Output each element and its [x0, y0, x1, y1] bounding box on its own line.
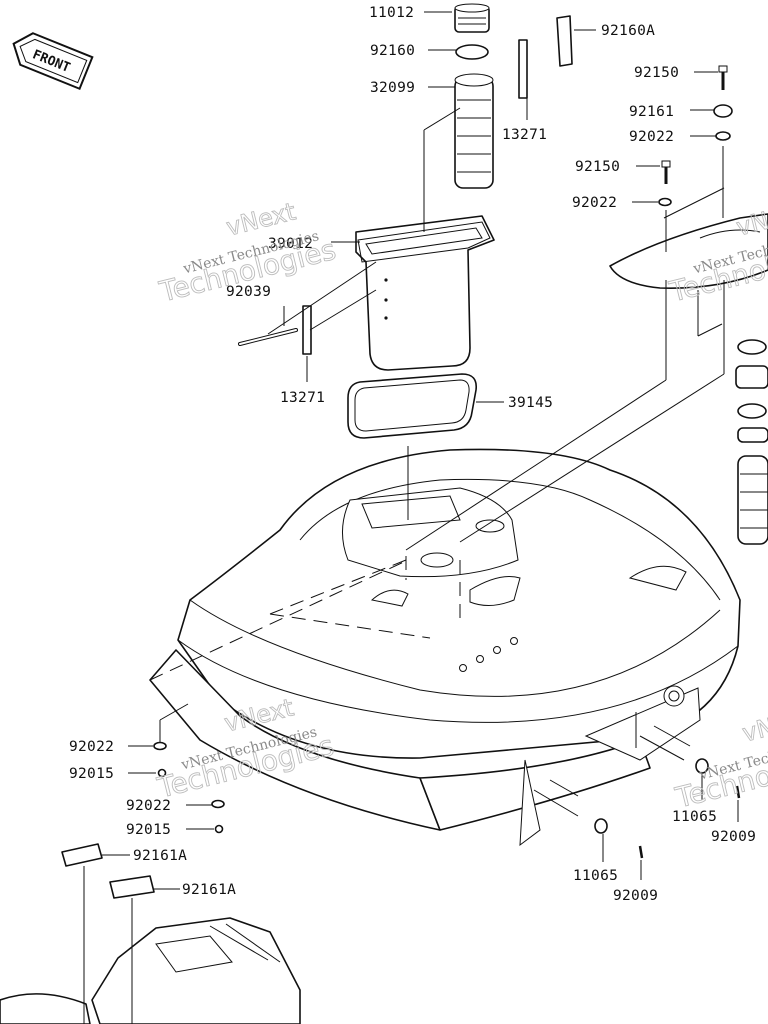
part-gasket-39145 — [347, 373, 478, 439]
part-bin-39012 — [355, 215, 495, 371]
part-grommet-11065-b — [695, 758, 709, 774]
part-strip-13271-low — [302, 305, 312, 355]
callout-92022-low-b: 92022 — [126, 798, 171, 814]
callout-13271-low: 13271 — [280, 390, 325, 406]
callout-92160: 92160 — [370, 43, 415, 59]
part-cap-11012 — [454, 3, 490, 33]
part-lower-seat — [0, 917, 301, 1024]
part-bolt-92150-top — [718, 65, 728, 90]
callout-labels: 11012 92160 32099 13271 92160A 92150 921… — [69, 5, 756, 904]
leader-lines — [83, 11, 739, 1024]
callout-92015-b: 92015 — [126, 822, 171, 838]
part-screw-92009-b — [735, 785, 741, 799]
callout-92160A: 92160A — [601, 23, 655, 39]
watermark-1: vNext vNext Technologies Technologies — [155, 197, 339, 309]
callout-11065-right: 11065 — [672, 809, 717, 825]
part-washer-92022-low-a — [153, 741, 167, 751]
part-pad-92161A-a — [61, 843, 103, 867]
callout-92161: 92161 — [629, 104, 674, 120]
part-tube-32099 — [454, 73, 494, 189]
svg-text:Technologies: Technologies — [672, 739, 768, 815]
front-arrow-badge: FRONT — [12, 32, 94, 91]
callout-92009-right: 92009 — [711, 829, 756, 845]
svg-text:vNext: vNext — [734, 197, 768, 241]
part-strip-13271-top — [518, 39, 528, 99]
callout-92039: 92039 — [226, 284, 271, 300]
part-screw-92009-a — [638, 845, 644, 859]
callout-92015-a: 92015 — [69, 766, 114, 782]
callout-92150-top: 92150 — [634, 65, 679, 81]
callout-92022-mid: 92022 — [572, 195, 617, 211]
callout-92022-top: 92022 — [629, 129, 674, 145]
part-right-assembly — [609, 213, 768, 545]
svg-text:vNext: vNext — [740, 703, 768, 747]
callout-11012: 11012 — [369, 5, 414, 21]
callout-13271-top: 13271 — [502, 127, 547, 143]
dashed-assembly-lines — [149, 556, 461, 681]
part-washer-92022-mid — [658, 197, 672, 207]
part-grommet-92161 — [713, 104, 733, 118]
part-washer-92022-low-b — [211, 799, 225, 809]
callout-92161A-b: 92161A — [182, 882, 236, 898]
callout-92150-mid: 92150 — [575, 159, 620, 175]
part-washer-92022-top — [715, 131, 731, 141]
part-pin-92039 — [238, 328, 298, 346]
part-pad-92160A — [556, 15, 573, 67]
part-grommet-11065-a — [594, 818, 608, 834]
callout-11065-low: 11065 — [573, 868, 618, 884]
part-nut-92015-a — [157, 768, 167, 778]
callout-32099: 32099 — [370, 80, 415, 96]
part-seal-92160 — [455, 44, 489, 60]
callout-92009-low: 92009 — [613, 888, 658, 904]
callout-39012: 39012 — [268, 236, 313, 252]
part-pad-92161A-b — [109, 875, 155, 899]
part-bolt-92150-mid — [661, 160, 671, 184]
part-nut-92015-b — [214, 824, 224, 834]
callout-39145: 39145 — [508, 395, 553, 411]
callout-92022-low-a: 92022 — [69, 739, 114, 755]
part-hull-body — [149, 448, 741, 847]
callout-92161A-a: 92161A — [133, 848, 187, 864]
